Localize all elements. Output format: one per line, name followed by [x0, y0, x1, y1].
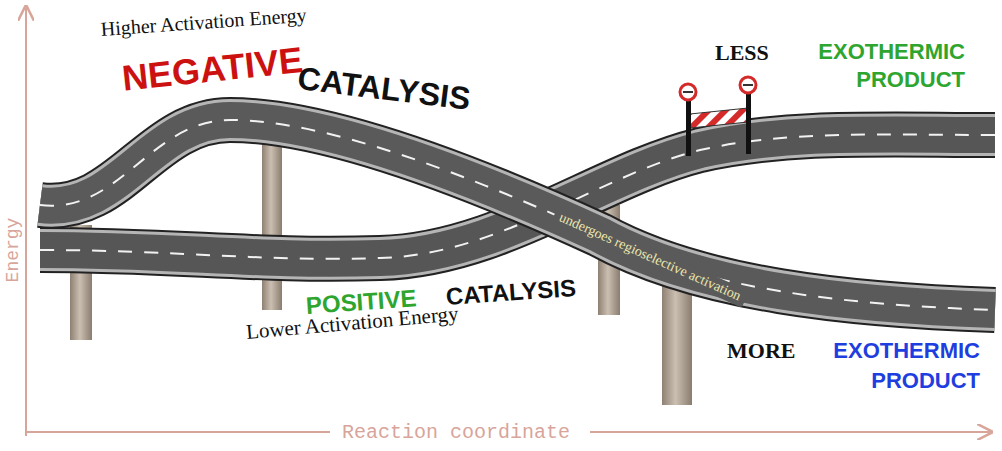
product-qualifier: MORE [727, 338, 795, 363]
road-barrier [680, 77, 756, 156]
heading-word: NEGATIVE [120, 39, 305, 99]
upper-road [40, 120, 995, 310]
pillar [262, 140, 282, 310]
energy-axis [25, 8, 27, 436]
product-label: EXOTHERMIC PRODUCT [790, 38, 965, 94]
axis-label: Energy [3, 218, 24, 283]
heading-word: CATALYSIS [445, 274, 577, 311]
annotation-text: Higher Activation Energy [100, 4, 307, 41]
product-qualifier: LESS [715, 40, 769, 65]
coordinate-axis [590, 431, 990, 433]
product-label: EXOTHERMIC PRODUCT [800, 336, 980, 396]
axis-label: Reaction coordinate [342, 421, 570, 444]
coordinate-axis [26, 431, 330, 433]
